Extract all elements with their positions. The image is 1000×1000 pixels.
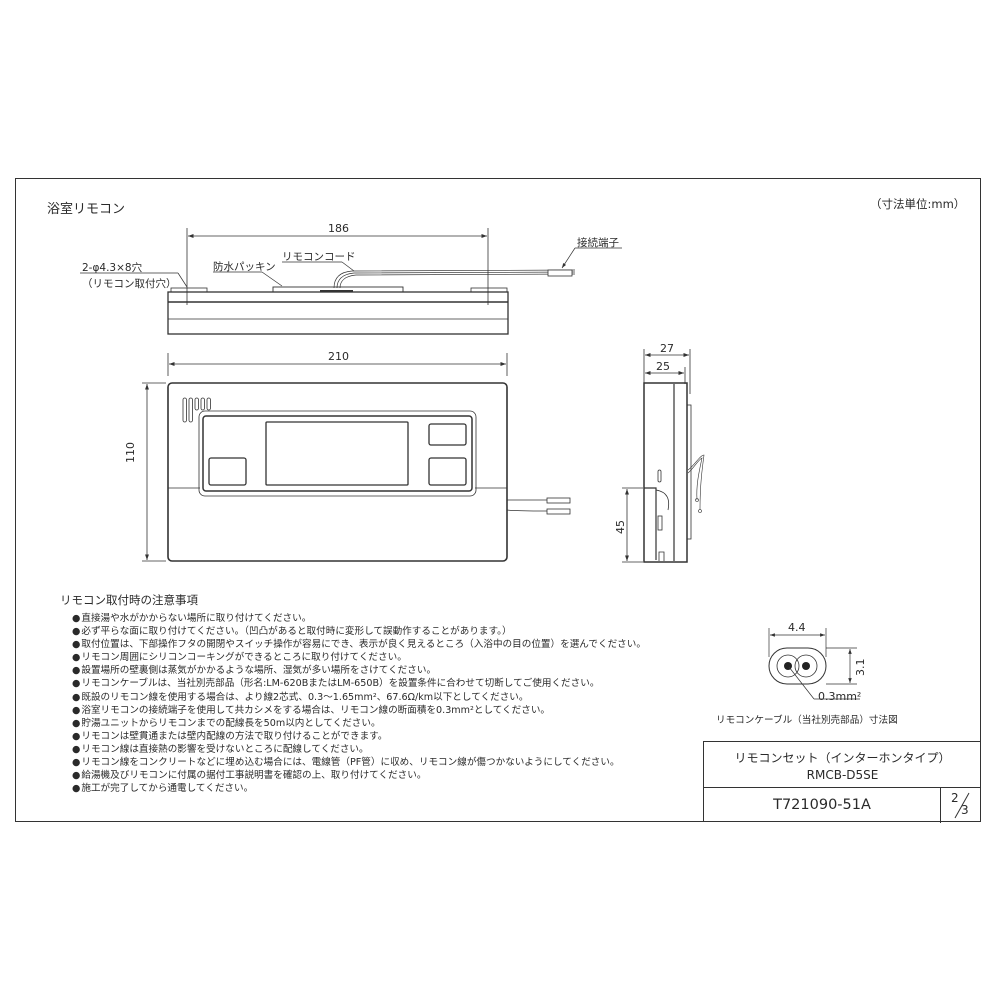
cable-detail (768, 628, 860, 700)
cable-conductor-label: 0.3mm² (818, 690, 862, 703)
side-view (622, 349, 705, 563)
top-view (80, 228, 622, 335)
drawing-frame (15, 178, 981, 822)
note-item: 浴室リモコンの接続端子を使用して共カシメをする場合は、リモコン線の断面積を0.3… (72, 704, 646, 717)
label-cord: リモコンコード (282, 251, 356, 263)
fraction-slash-icon (954, 792, 970, 819)
doc-number: T721090-51A (704, 788, 941, 823)
page-indicator: 2 3 (941, 788, 982, 823)
unit-note: （寸法単位:mm） (870, 197, 966, 211)
dim-depth-25: 25 (656, 360, 670, 373)
dim-height-45: 45 (614, 520, 627, 534)
dim-height-110: 110 (124, 442, 137, 463)
note-item: 施工が完了してから通電してください。 (72, 782, 646, 795)
page-denominator: 3 (961, 803, 969, 817)
note-item: 必ず平らな面に取り付けてください。（凹凸があると取付時に変形して誤動作することが… (72, 625, 646, 638)
note-item: 設置場所の壁裏側は蒸気がかかるような場所、湿気が多い場所をさけてください。 (72, 664, 646, 677)
label-gasket: 防水パッキン (213, 261, 276, 273)
cable-caption: リモコンケーブル（当社別売部品）寸法図 (716, 715, 898, 726)
note-item: 既設のリモコン線を使用する場合は、より線2芯式、0.3～1.65mm²、67.6… (72, 691, 646, 704)
note-item: 取付位置は、下部操作フタの開閉やスイッチ操作が容易にでき、表示が良く見えるところ… (72, 638, 646, 651)
title-block-product: リモコンセット（インターホンタイプ） RMCB-D5SE (704, 742, 981, 788)
label-mount-hole-note: （リモコン取付穴） (82, 278, 177, 290)
label-mount-hole: 2-φ4.3×8穴 (82, 262, 143, 274)
note-item: リモコン線をコンクリートなどに埋め込む場合には、電線管（PF管）に収め、リモコン… (72, 756, 646, 769)
front-view (142, 353, 571, 562)
title-block-doc: T721090-51A 2 3 (704, 788, 981, 823)
cable-dim-width: 4.4 (788, 621, 806, 634)
notes-list: 直接湯や水がかからない場所に取り付けてください。 必ず平らな面に取り付けてくださ… (72, 612, 646, 795)
model-number: RMCB-D5SE (806, 768, 879, 782)
note-item: 給湯機及びリモコンに付属の据付工事説明書を確認の上、取り付けてください。 (72, 769, 646, 782)
note-item: 直接湯や水がかからない場所に取り付けてください。 (72, 612, 646, 625)
note-item: リモコンは壁貫通または壁内配線の方法で取り付けることができます。 (72, 730, 646, 743)
cable-dim-height: 3.1 (854, 658, 867, 677)
notes-title: リモコン取付時の注意事項 (60, 593, 198, 607)
dim-width-210: 210 (328, 350, 349, 363)
product-name: リモコンセット（インターホンタイプ） (734, 751, 951, 765)
note-item: リモコン周囲にシリコンコーキングができるところに取り付けてください。 (72, 651, 646, 664)
note-item: リモコンケーブルは、当社別売部品（形名:LM-620BまたはLM-650B）を設… (72, 677, 646, 690)
label-terminal: 接続端子 (577, 237, 619, 249)
section-title: 浴室リモコン (47, 202, 126, 217)
page-numerator: 2 (951, 791, 959, 805)
dim-depth-27: 27 (660, 342, 674, 355)
dim-width-186: 186 (328, 222, 349, 235)
title-block: リモコンセット（インターホンタイプ） RMCB-D5SE T721090-51A… (703, 741, 981, 823)
note-item: リモコン線は直接熱の影響を受けないところに配線してください。 (72, 743, 646, 756)
note-item: 貯湯ユニットからリモコンまでの配線長を50m以内としてください。 (72, 717, 646, 730)
